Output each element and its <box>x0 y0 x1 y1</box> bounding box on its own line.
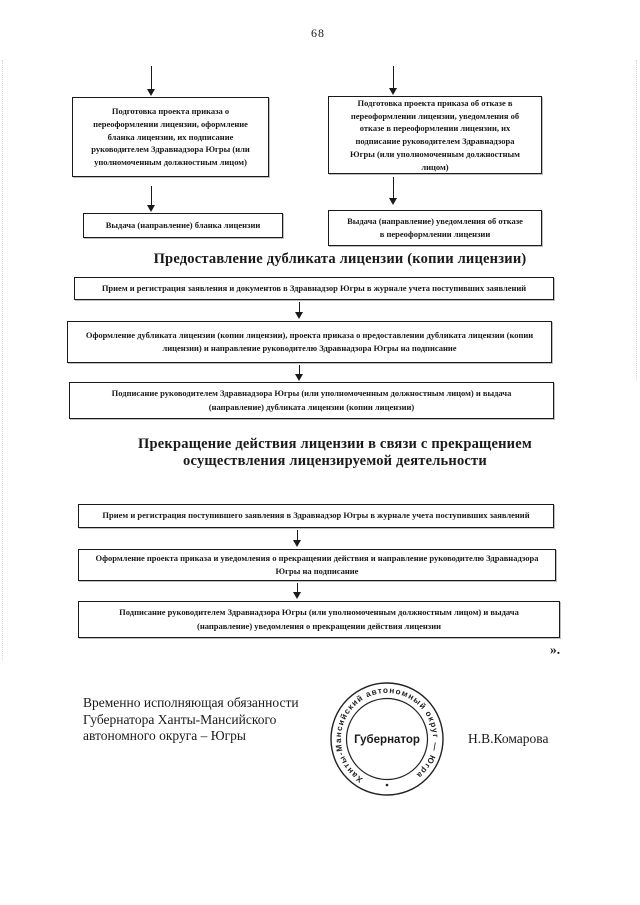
section-title-duplicate: Предоставление дубликата лицензии (копии… <box>153 251 527 267</box>
scan-artifact-left-edge <box>2 60 3 660</box>
flow-step-duplicate-prepare: Оформление дубликата лицензии (копии лиц… <box>67 321 552 363</box>
flow-step-duplicate-sign-issue: Подписание руководителем Здравнадзора Юг… <box>69 382 554 419</box>
flow-step-text: Подписание руководителем Здравнадзора Юг… <box>119 607 519 631</box>
flow-step-termination-sign-issue: Подписание руководителем Здравнадзора Юг… <box>78 601 560 638</box>
flow-arrow-termination-2 <box>292 583 302 599</box>
section-title-line2: осуществления лицензируемой деятельности <box>183 452 487 469</box>
section-title-line1: Прекращение действия лицензии в связи с … <box>138 436 532 452</box>
flow-step-text: Оформление проекта приказа и уведомления… <box>95 552 539 576</box>
signatory-position-line1: Временно исполняющая обязанности <box>83 695 299 710</box>
flow-arrow-into-reissue-left <box>146 66 156 96</box>
flow-step-termination-prepare: Оформление проекта приказа и уведомления… <box>78 549 556 581</box>
signatory-position-line2: Губернатора Ханты-Мансийского <box>83 711 277 727</box>
flow-step-reissue-issue-license: Выдача (направление) бланка лицензии <box>83 213 283 238</box>
flow-step-text: Выдача (направление) уведомления об отка… <box>347 216 523 239</box>
stamp-outer-circle <box>330 682 444 796</box>
flow-step-duplicate-intake: Прием и регистрация заявления и документ… <box>74 277 554 300</box>
scan-artifact-right-edge <box>636 60 637 380</box>
flow-arrow-into-reissue-right <box>388 66 398 95</box>
flow-step-text: Подготовка проекта приказа об отказе в п… <box>350 97 520 172</box>
closing-quote-mark: ». <box>550 642 561 657</box>
flow-step-text: Подготовка проекта приказа о переоформле… <box>91 106 250 168</box>
flow-step-text: Прием и регистрация заявления и документ… <box>101 282 527 293</box>
flow-arrow-reissue-left <box>146 186 156 212</box>
flow-step-reissue-prepare-order: Подготовка проекта приказа о переоформле… <box>72 97 269 177</box>
section-title-termination: Прекращение действия лицензии в связи с … <box>85 436 585 469</box>
flow-step-text: Оформление дубликата лицензии (копии лиц… <box>85 329 534 353</box>
flow-arrow-reissue-right <box>388 177 398 205</box>
flow-arrow-duplicate-1 <box>294 302 304 319</box>
flow-step-text: Прием и регистрация поступившего заявлен… <box>102 510 530 521</box>
flow-arrow-termination-1 <box>292 530 302 547</box>
flow-arrow-duplicate-2 <box>294 365 304 381</box>
flow-step-termination-intake: Прием и регистрация поступившего заявлен… <box>78 504 554 528</box>
stamp-inner-circle <box>345 697 429 781</box>
stamp-center-text: Губернатор <box>354 734 420 746</box>
signatory-position-line3: автономного округа – Югры <box>83 728 246 743</box>
stamp-bottom-dot-icon <box>385 783 389 787</box>
page-number: 68 <box>311 26 325 40</box>
flow-step-reissue-refusal-order: Подготовка проекта приказа об отказе в п… <box>328 96 542 174</box>
flow-step-text: Подписание руководителем Здравнадзора Юг… <box>111 388 512 412</box>
flow-step-reissue-refusal-notice: Выдача (направление) уведомления об отка… <box>328 210 542 246</box>
signatory-name: Н.В.Комарова <box>468 731 549 746</box>
flow-step-text: Выдача (направление) бланка лицензии <box>105 220 261 231</box>
signatory-position: Временно исполняющая обязанности Губерна… <box>83 695 345 745</box>
governor-stamp: Ханты-Мансийский автономный округ — Югра… <box>330 682 444 796</box>
